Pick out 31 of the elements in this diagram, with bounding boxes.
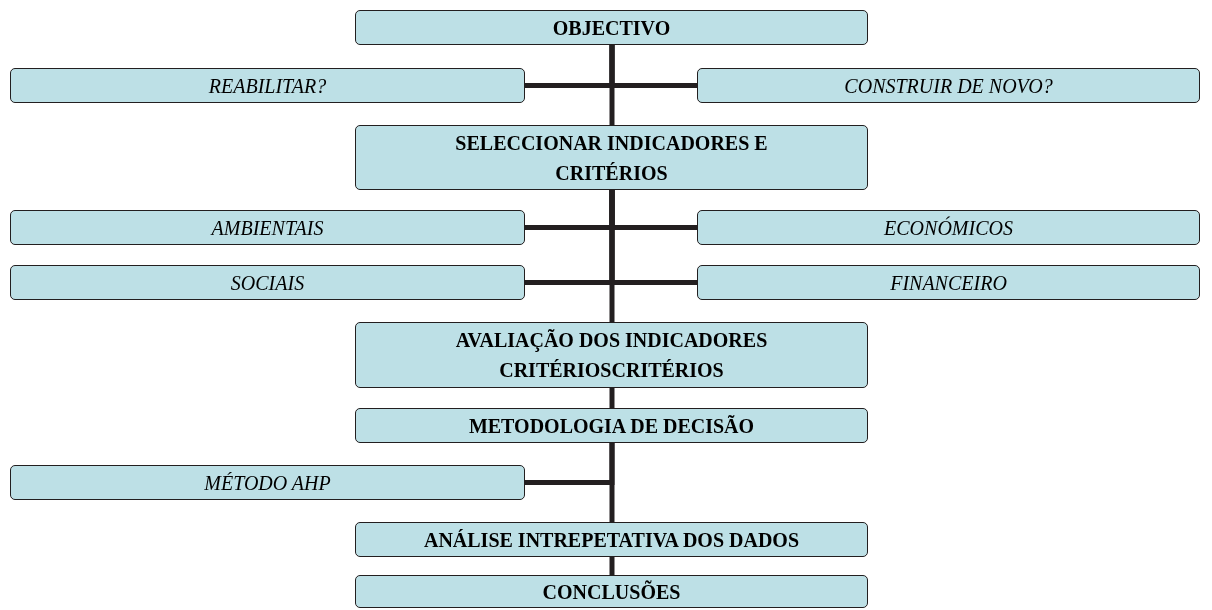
step-box [355, 10, 868, 45]
step-box [355, 575, 868, 608]
option-box [10, 210, 525, 245]
option-box [697, 68, 1200, 103]
box-label: OBJECTIVO [552, 15, 671, 41]
box-label: SELECCIONAR INDICADORES E CRITÉRIOS [454, 130, 769, 186]
option-box [10, 68, 525, 103]
option-box [10, 465, 525, 500]
connector-line [609, 557, 615, 575]
step-box [355, 125, 868, 190]
box-label: AVALIAÇÃO DOS INDICADORES CRITÉRIOSCRITÉRIOS [454, 328, 769, 383]
step-box [355, 322, 868, 388]
box-label: METODOLOGIA DE DECISÃO [468, 413, 755, 439]
option-box [697, 265, 1200, 300]
connector-line [609, 45, 697, 88]
connector-line [609, 190, 697, 285]
option-box [10, 265, 525, 300]
box-label: FINANCEIRO [890, 270, 1007, 296]
box-label: REABILITAR? [208, 73, 327, 99]
connector-line [525, 443, 615, 485]
box-label: MÉTODO AHP [204, 470, 331, 496]
box-label: ECONÓMICOS [884, 215, 1013, 241]
connector-line [609, 388, 615, 408]
box-label: CONSTRUIR DE NOVO? [844, 73, 1053, 99]
box-label: ANÁLISE INTREPETATIVA DOS DADOS [423, 527, 800, 553]
step-box [355, 408, 868, 443]
box-label: SOCIAIS [230, 270, 305, 296]
option-box [697, 210, 1200, 245]
step-box [355, 522, 868, 557]
box-label: AMBIENTAIS [211, 215, 324, 241]
box-label: CONCLUSÕES [542, 579, 681, 605]
